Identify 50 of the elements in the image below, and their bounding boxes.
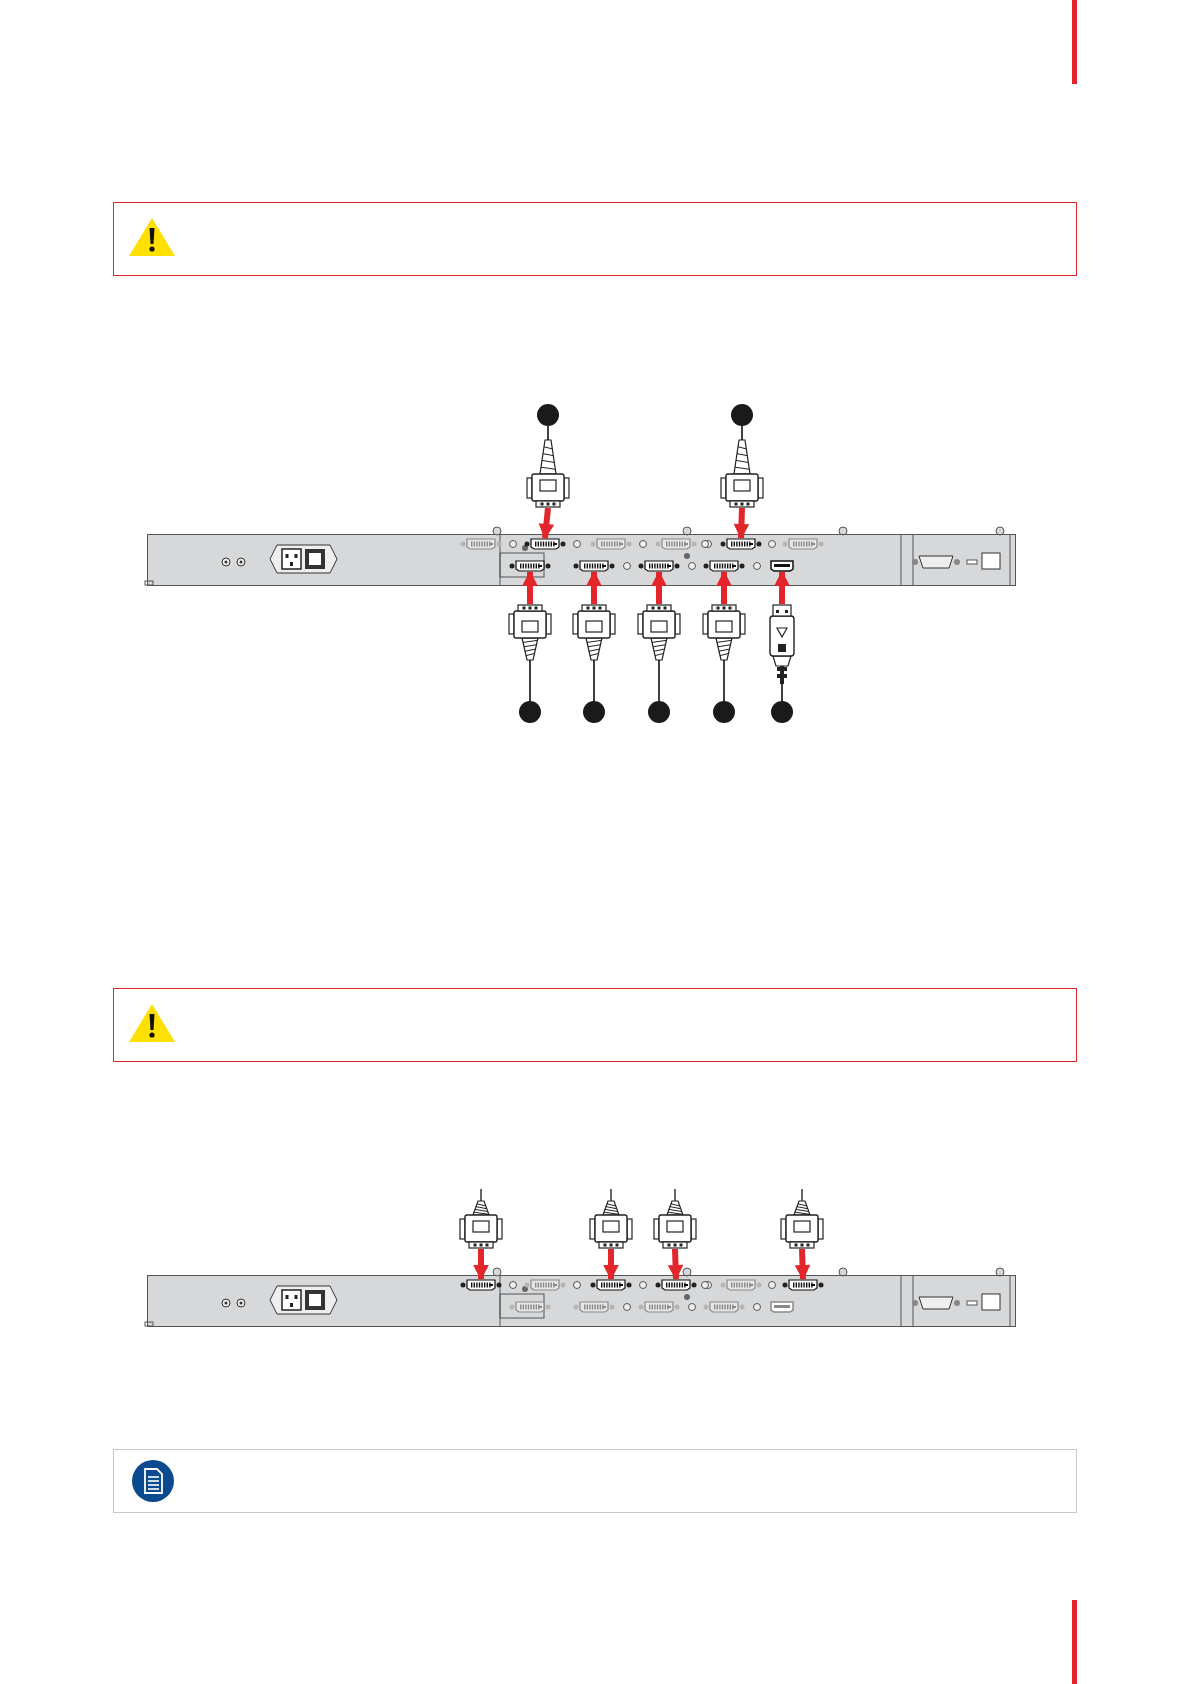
dvi-plug-drawing	[637, 604, 681, 660]
leader-line	[593, 659, 595, 702]
dvi-socket	[524, 538, 566, 550]
insert-arrow	[473, 1249, 489, 1281]
callout-circle	[731, 404, 753, 426]
dvi-plug-drawing	[572, 604, 616, 660]
dvi-socket	[638, 560, 680, 572]
leader-line	[658, 659, 660, 702]
leader-line	[781, 683, 783, 702]
dvi-plug-drawing	[720, 440, 764, 508]
insert-arrow	[667, 1248, 684, 1281]
insert-arrow	[538, 507, 555, 540]
leader-line	[723, 659, 725, 702]
callout-circle	[519, 701, 541, 723]
dvi-socket	[509, 560, 551, 572]
insert-arrow	[733, 507, 750, 540]
callout-circle	[583, 701, 605, 723]
dvi-plug-drawing	[780, 1189, 824, 1249]
callout-circle	[648, 701, 670, 723]
dvi-socket	[720, 538, 762, 550]
insert-arrow	[522, 570, 538, 604]
callout-circle	[771, 701, 793, 723]
insert-arrow	[794, 1248, 811, 1281]
insert-arrow	[603, 1249, 619, 1281]
dvi-plug-drawing	[653, 1189, 697, 1249]
insert-arrow	[651, 570, 667, 604]
dvi-socket	[590, 1279, 632, 1291]
dvi-plug-drawing	[589, 1189, 633, 1249]
dvi-plug-drawing	[508, 604, 552, 660]
dvi-socket	[703, 560, 745, 572]
insert-arrow	[586, 570, 602, 604]
dvi-socket	[655, 1279, 697, 1291]
callout-circle	[713, 701, 735, 723]
warning-box	[113, 988, 1077, 1062]
insert-arrow	[716, 570, 732, 604]
leader-line	[547, 425, 549, 441]
insert-arrow	[774, 570, 790, 604]
note-box	[113, 1449, 1077, 1513]
dvi-plug-drawing	[526, 440, 570, 508]
displayport-plug-drawing	[768, 604, 796, 684]
dvi-socket	[782, 1279, 824, 1291]
displayport-socket	[770, 560, 794, 572]
dvi-plug-drawing	[459, 1189, 503, 1249]
warning-box	[113, 202, 1077, 276]
dvi-socket	[460, 1279, 502, 1291]
dvi-plug-drawing	[702, 604, 746, 660]
leader-line	[529, 659, 531, 702]
leader-line	[741, 425, 743, 441]
callout-circle	[537, 404, 559, 426]
dvi-socket	[573, 560, 615, 572]
